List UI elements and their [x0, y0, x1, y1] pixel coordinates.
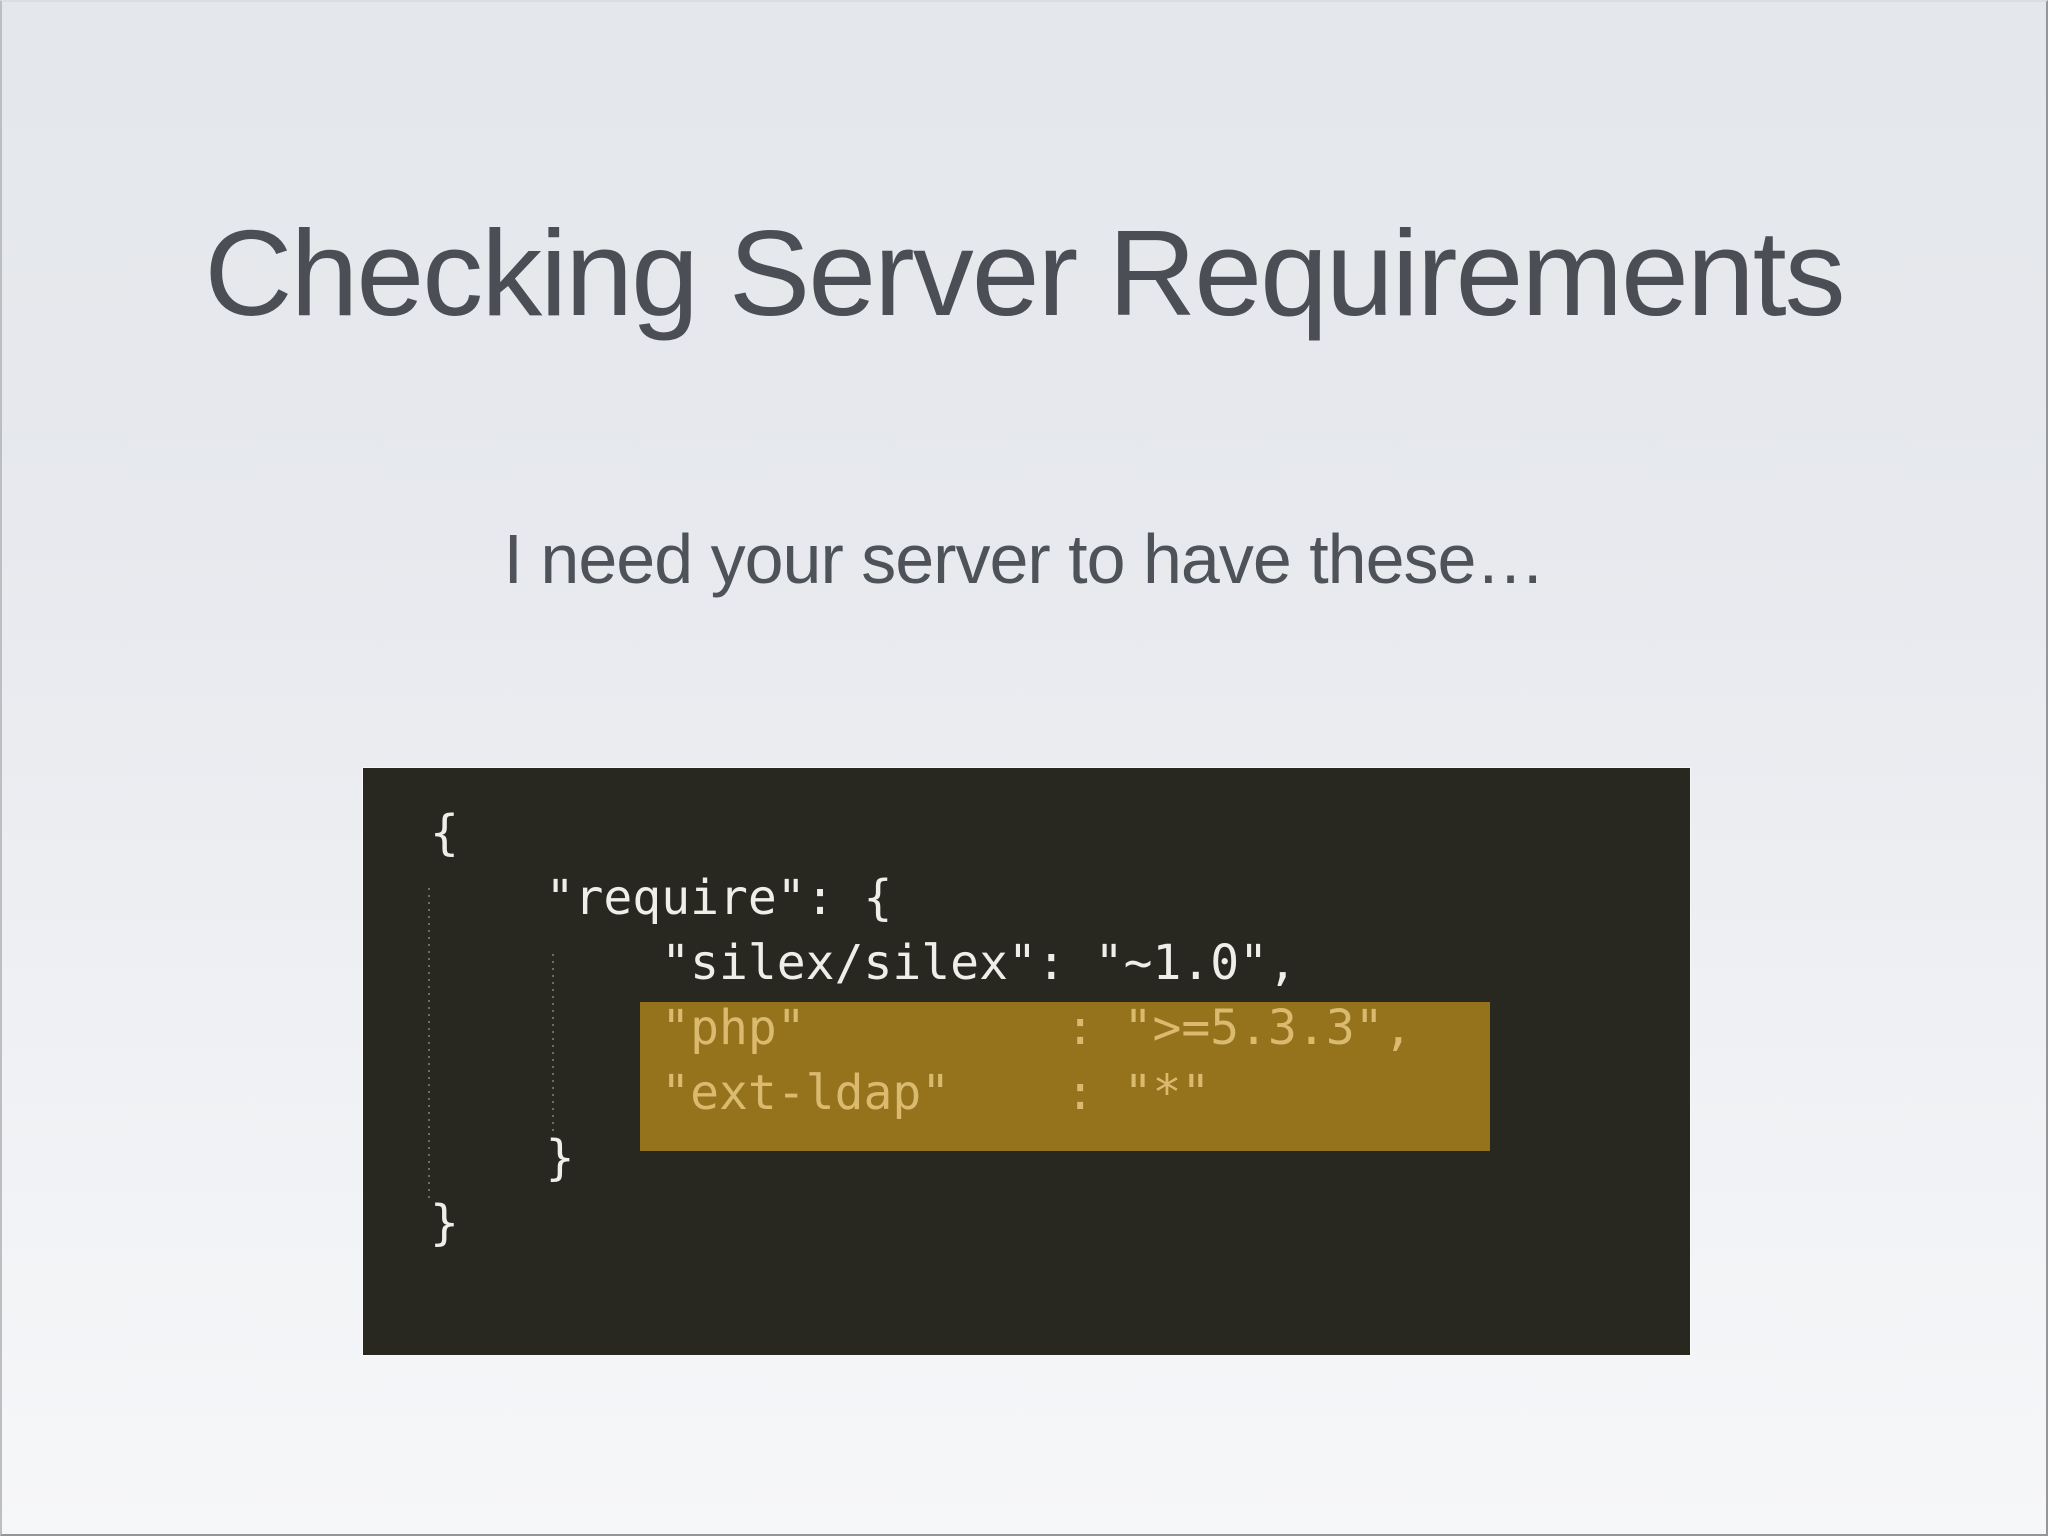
slide-title: Checking Server Requirements	[204, 205, 1845, 341]
code-line-highlighted: "php" : ">=5.3.3",	[430, 1000, 1413, 1056]
highlight-marker	[640, 1002, 1490, 1151]
code-line: "silex/silex": "~1.0",	[430, 935, 1297, 991]
code-lines: { "require": { "silex/silex": "~1.0", "p…	[430, 801, 1413, 1256]
code-line: }	[430, 1130, 575, 1186]
slide-subtitle: I need your server to have these…	[503, 520, 1546, 598]
code-line: }	[430, 1195, 459, 1251]
indent-guide	[552, 954, 554, 1134]
code-block: { "require": { "silex/silex": "~1.0", "p…	[363, 768, 1690, 1355]
code-line: {	[430, 805, 459, 861]
code-line: "require": {	[430, 870, 893, 926]
code-line-highlighted: "ext-ldap" : "*"	[430, 1065, 1211, 1121]
indent-guide	[428, 888, 430, 1198]
